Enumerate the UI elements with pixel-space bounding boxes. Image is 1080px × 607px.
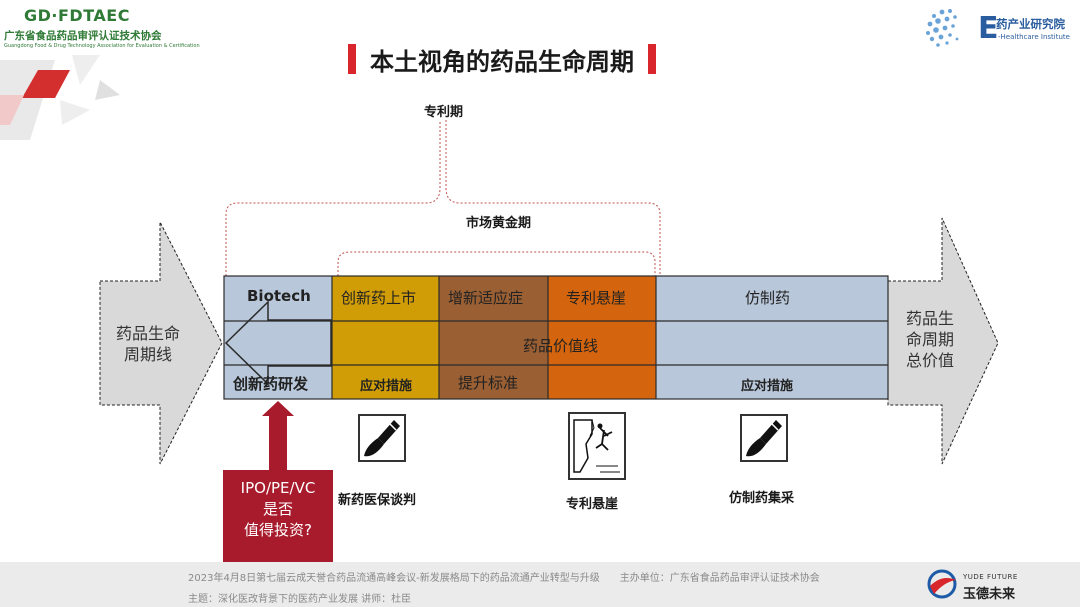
knife-icon [358, 414, 406, 462]
left-arrow-label: 药品生命周期线 [115, 324, 180, 364]
page-title-text: 本土视角的药品生命周期 [370, 47, 634, 76]
org-name-cn: 广东省食品药品审评认证技术协会 [4, 30, 162, 42]
org-abbreviation: GD·FDTAEC [24, 6, 130, 25]
header-decoration [0, 55, 120, 140]
icon-label-procurement: 仿制药集采 [729, 491, 795, 506]
rd-return-arrow [224, 300, 332, 386]
innovation-rd-label: 创新药研发 [233, 375, 309, 393]
right-arrow-label: 药品生命周期总价值 [905, 309, 954, 370]
golden-period-brace [337, 251, 656, 276]
investment-up-arrow [262, 401, 294, 470]
footer-brand-icon [927, 569, 957, 599]
patent-period-label: 专利期 [424, 105, 464, 120]
icon-label-negotiation: 新药医保谈判 [338, 493, 417, 508]
response-1-label: 应对措施 [360, 379, 413, 394]
response-2-label: 应对措施 [741, 379, 794, 394]
investment-question-box: IPO/PE/VC 是否 值得投资? [223, 470, 333, 562]
footer-brand-cn: 玉德未来 [963, 587, 1016, 602]
cell-cliff [548, 276, 656, 399]
org-name-en: Guangdong Food & Drug Technology Associa… [4, 43, 200, 49]
patent-cliff-label: 专利悬崖 [566, 289, 627, 307]
brand-name-cn: 药产业研究院 [996, 17, 1065, 31]
title-bar-right [648, 44, 656, 74]
footer-topic-line: 主题：深化医改背景下的医药产业发展 讲师：杜臣 [188, 594, 412, 605]
icon-label-patent-cliff: 专利悬崖 [566, 497, 619, 512]
title-bar-left [348, 44, 356, 74]
knife-icon [740, 414, 788, 462]
generic-drug-label: 仿制药 [745, 289, 791, 307]
footer-bar [0, 562, 1080, 607]
new-indication-label: 增新适应症 [448, 289, 524, 307]
biotech-label: Biotech [247, 287, 311, 305]
cell-biotech [224, 276, 332, 399]
brand-name-en: -Healthcare Institute [998, 33, 1070, 41]
value-line-label: 药品价值线 [523, 337, 599, 355]
cell-launch [332, 276, 439, 399]
cell-indication [439, 276, 548, 399]
cell-generic [656, 276, 888, 399]
patent-period-brace [225, 120, 661, 276]
footer-event-line: 2023年4月8日第七届云成天誉合药品流通高峰会议-新发展格局下的药品流通产业转… [188, 573, 820, 584]
new-drug-launch-label: 创新药上市 [341, 289, 417, 307]
golden-period-label: 市场黄金期 [466, 216, 532, 231]
left-lifecycle-arrow [99, 221, 223, 465]
page-title: 本土视角的药品生命周期 [348, 41, 656, 77]
raise-standard-label: 提升标准 [458, 374, 519, 392]
footer-brand-en: YUDE FUTURE [963, 573, 1018, 581]
cliff-fall-icon [568, 412, 626, 480]
brand-logo-icon [926, 9, 959, 47]
right-total-value-arrow [887, 217, 999, 465]
brand-letter: E [978, 11, 999, 46]
